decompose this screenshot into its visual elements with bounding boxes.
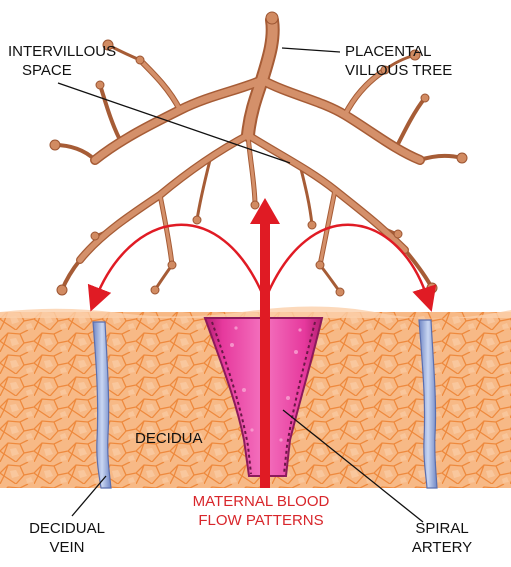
label-maternal-blood-flow-line1: MATERNAL BLOOD — [186, 492, 336, 511]
flow-arrow-right — [265, 225, 428, 300]
label-decidual-vein-line2: VEIN — [12, 538, 122, 557]
label-spiral-artery-line2: ARTERY — [392, 538, 492, 557]
label-placental-villous-tree-line1: PLACENTAL — [345, 42, 452, 61]
label-decidua: DECIDUA — [135, 429, 203, 448]
label-intervillous-space-line2: SPACE — [8, 61, 116, 80]
label-maternal-blood-flow: MATERNAL BLOOD FLOW PATTERNS — [186, 492, 336, 530]
label-placental-villous-tree: PLACENTAL VILLOUS TREE — [345, 42, 452, 80]
label-decidual-vein: DECIDUAL VEIN — [12, 519, 122, 557]
label-intervillous-space-line1: INTERVILLOUS — [8, 42, 116, 61]
label-spiral-artery-line1: SPIRAL — [392, 519, 492, 538]
label-placental-villous-tree-line2: VILLOUS TREE — [345, 61, 452, 80]
flow-arrow-main-shaft — [260, 222, 270, 488]
label-maternal-blood-flow-line2: FLOW PATTERNS — [186, 511, 336, 530]
flow-arrow-left — [95, 225, 265, 300]
label-decidual-vein-line1: DECIDUAL — [12, 519, 122, 538]
label-intervillous-space: INTERVILLOUS SPACE — [8, 42, 116, 80]
label-spiral-artery: SPIRAL ARTERY — [392, 519, 492, 557]
